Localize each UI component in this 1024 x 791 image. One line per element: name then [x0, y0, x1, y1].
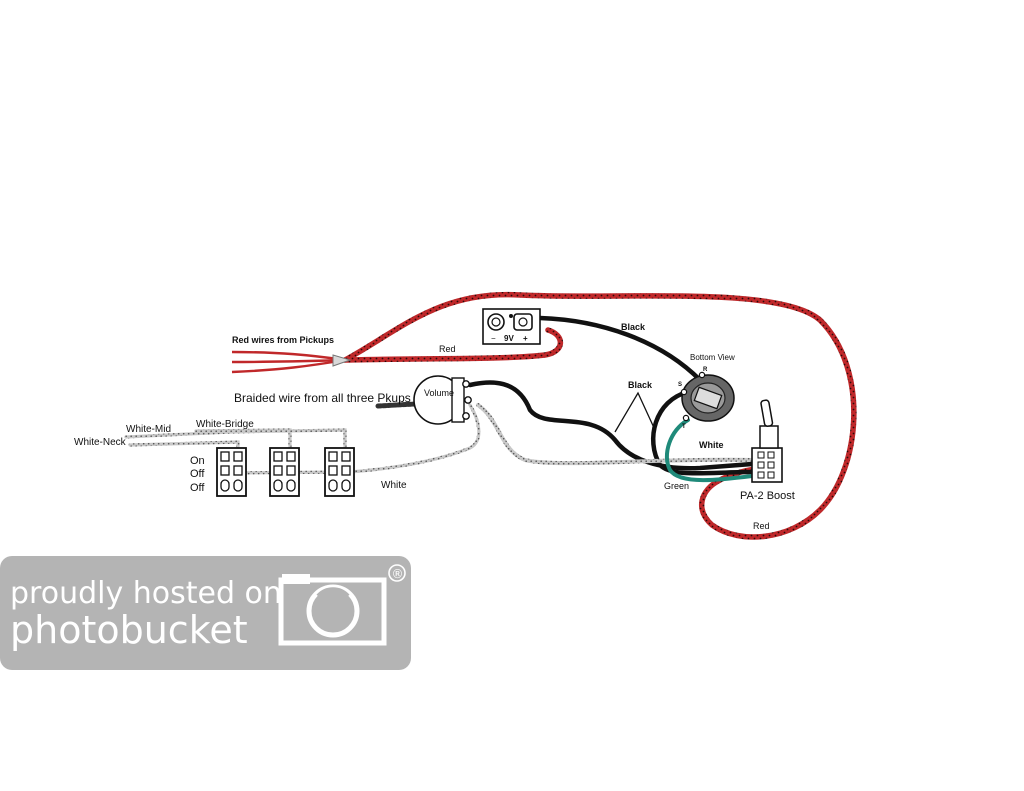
braided-wire-label: Braided wire from all three Pkups: [234, 391, 411, 405]
white-neck-label: White-Neck: [74, 437, 127, 448]
green-label: Green: [664, 481, 689, 491]
battery-9v-label: 9V: [504, 334, 514, 343]
watermark-reg: ®: [392, 567, 404, 581]
mini-switch-icon-neck: [216, 447, 247, 497]
red-pickup-wire-1: [231, 350, 346, 362]
diagram-labels: Red wires from Pickups Red Black Bottom …: [74, 322, 795, 531]
black-wire-volume: [467, 380, 755, 471]
white-lower-label: White: [381, 480, 407, 491]
volume-pot-icon: Volume: [413, 375, 472, 425]
camera-icon: [278, 574, 387, 646]
black-mid-label: Black: [628, 380, 653, 390]
braided-wire-main: [476, 403, 754, 466]
black-wires: [467, 315, 755, 476]
white-right-label: White: [699, 440, 724, 450]
white-wire-common: [220, 403, 481, 475]
red-wires: [231, 291, 857, 540]
red-wire-loop: [342, 291, 857, 540]
switch-off-1-label: Off: [190, 468, 205, 480]
white-mid-label: White-Mid: [126, 424, 171, 435]
red-wires-from-pickups-label: Red wires from Pickups: [232, 335, 334, 345]
white-bridge-label: White-Bridge: [196, 419, 254, 430]
solder-splice: [332, 354, 352, 367]
switch-off-2-label: Off: [190, 482, 205, 494]
bottom-view-label: Bottom View: [690, 353, 735, 362]
red-top-label: Red: [439, 344, 456, 354]
black-wire-battery-jack: [537, 315, 703, 383]
mini-switch-icon-bridge: [269, 447, 300, 497]
battery-icon: − 9V +: [482, 308, 541, 345]
red-wire-battery: [342, 327, 564, 363]
pa2-boost-label: PA-2 Boost: [740, 490, 795, 502]
battery-minus-label: −: [491, 334, 496, 343]
green-wire: [664, 418, 754, 483]
watermark-line1: proudly hosted on: [10, 576, 282, 611]
battery-plus-label: +: [523, 334, 528, 343]
output-jack-icon: R S T: [678, 367, 735, 430]
jack-r-label: R: [703, 367, 708, 373]
black-label-pointer: [614, 391, 656, 433]
preamp-board-icon: [751, 399, 783, 483]
jack-t-label: T: [682, 424, 686, 430]
volume-label: Volume: [424, 388, 454, 398]
black-top-label: Black: [621, 322, 646, 332]
jack-s-label: S: [678, 382, 682, 388]
mini-switch-icon-mid: [324, 447, 355, 497]
braided-wires: [124, 399, 754, 475]
photobucket-watermark: proudly hosted on photobucket ®: [0, 556, 411, 670]
white-wire-bridge: [194, 428, 292, 452]
watermark-line2: photobucket: [10, 608, 248, 652]
switch-on-label: On: [190, 455, 205, 467]
black-wire-jack-loop: [651, 389, 755, 476]
red-bottom-label: Red: [753, 521, 770, 531]
